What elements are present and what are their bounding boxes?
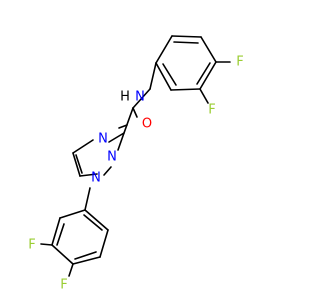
bond [40,243,53,246]
bond [72,139,94,154]
bond [117,132,125,151]
bond [171,35,202,38]
bond [72,256,101,265]
bond [51,217,61,246]
bonds [40,35,231,277]
bond [103,166,112,176]
bond [83,214,103,231]
bond [56,223,65,246]
bond [51,244,74,265]
atom-label-n4: N [98,132,108,147]
atom-labels: F F N H O N N N F F [28,55,243,293]
bond [132,107,138,118]
bond [149,62,157,90]
bond [68,263,74,277]
atom-label-o: O [142,117,152,132]
molecule-structure: F F N H O N N N F F [28,35,244,293]
atom-label-f-para: F [60,278,67,293]
bond [173,41,199,44]
bond [75,154,83,174]
bond [200,36,217,63]
bond [132,88,151,109]
bond [199,61,217,90]
bond [155,35,173,64]
atom-label-f-meta: F [28,238,35,253]
bond [72,152,81,177]
bond [155,62,172,91]
bond [170,88,201,91]
bond [118,124,128,129]
atom-label-nh-h: H [120,90,130,105]
bond [123,107,134,134]
bond [59,209,86,219]
bond [196,62,211,85]
atom-label-f-top: F [236,55,243,70]
bond [84,209,109,231]
bond [99,229,109,258]
atom-label-n1: N [91,171,101,186]
bond [108,132,125,143]
atom-label-nh-n: N [135,90,145,105]
bond [84,187,91,211]
bond [74,251,97,260]
bond [162,63,177,86]
atom-label-f-ortho: F [208,103,215,118]
bond [199,88,209,104]
bond [79,173,98,177]
atom-label-n2: N [107,150,117,165]
